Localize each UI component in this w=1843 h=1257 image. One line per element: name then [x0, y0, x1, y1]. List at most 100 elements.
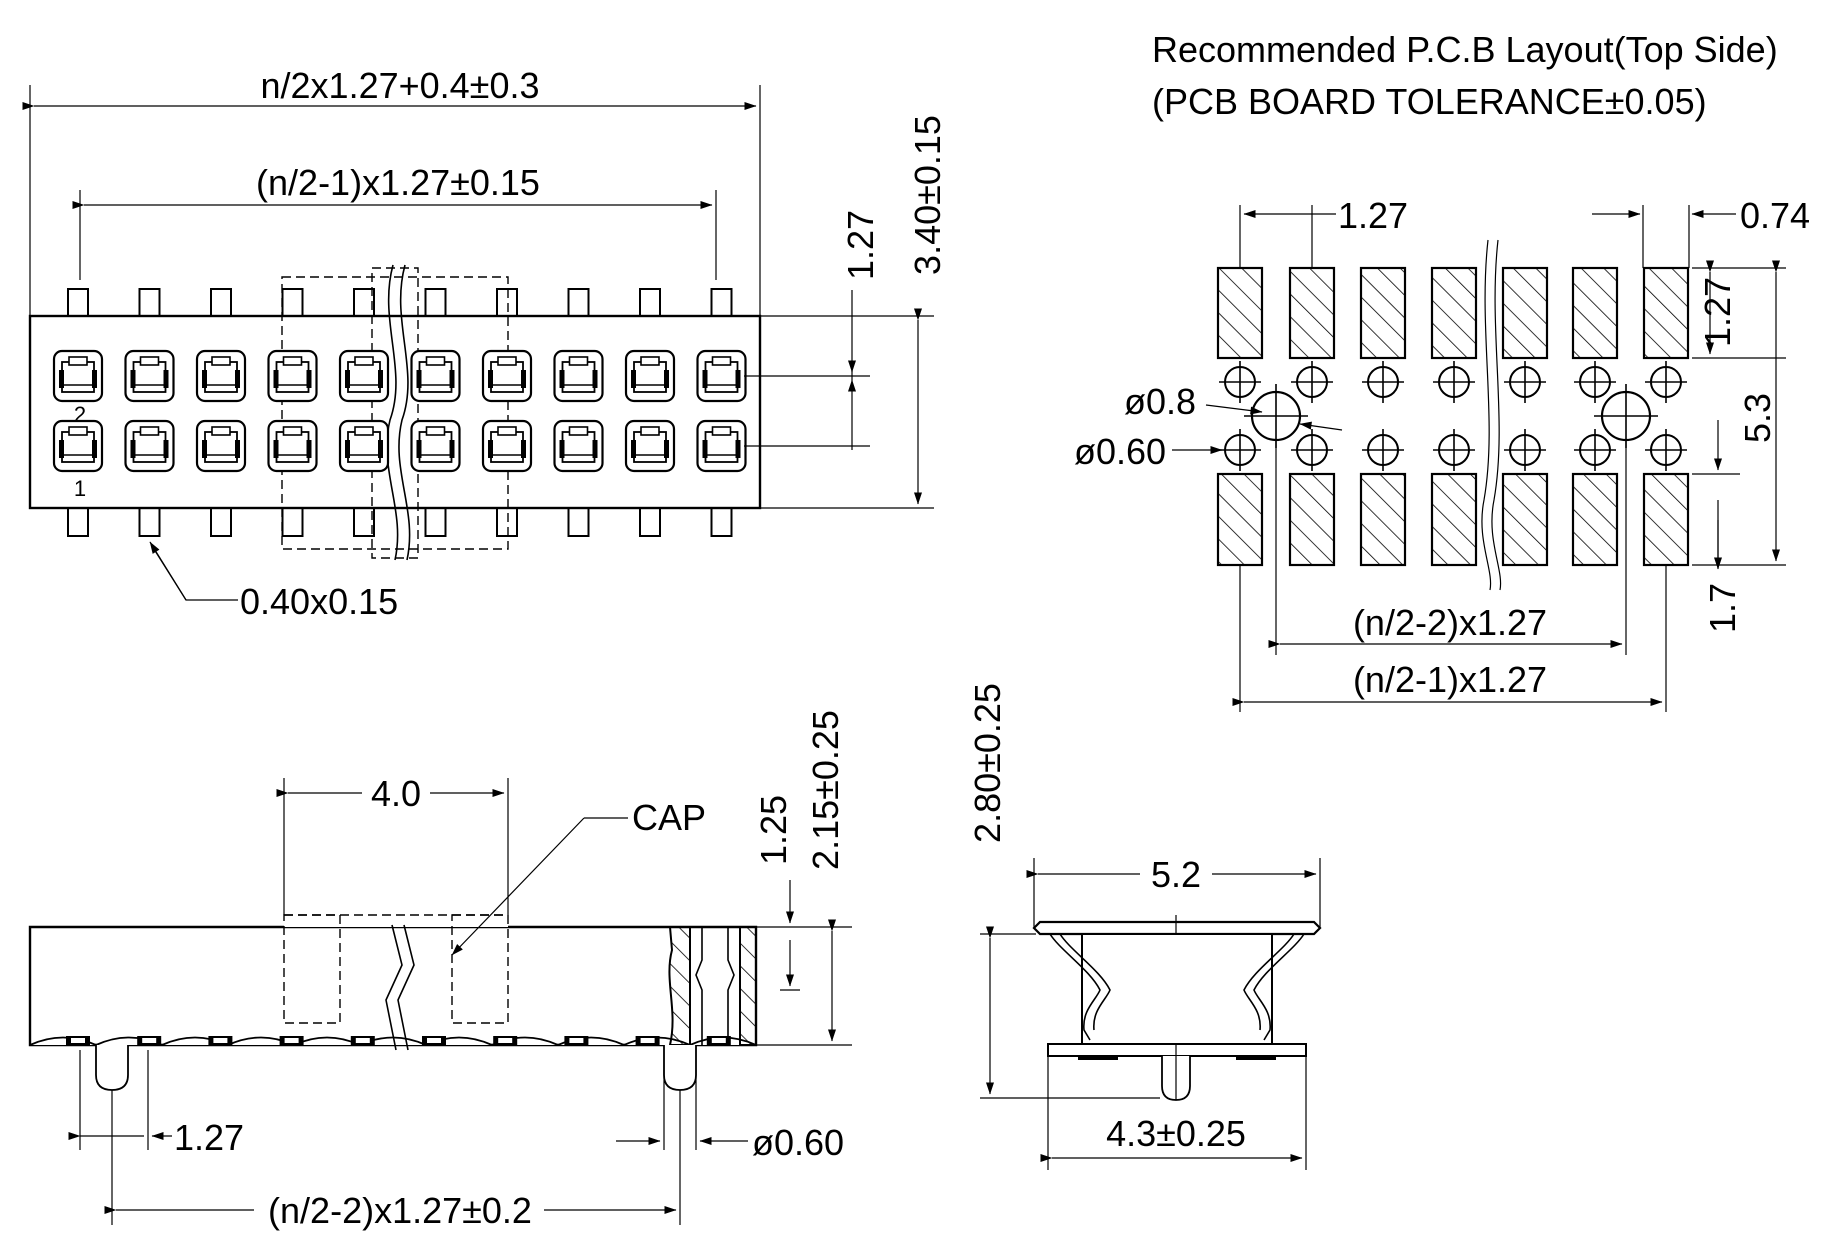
bottom-pin-row [67, 507, 733, 537]
bottom-pin [567, 507, 590, 537]
contact-spring [235, 440, 240, 458]
contact-inner [490, 361, 524, 393]
side-width-bottom-label: 4.3±0.25 [1106, 1113, 1246, 1154]
contact-tab [640, 356, 660, 366]
pcb-pad-bottom [1430, 472, 1478, 567]
overall-length-label: n/2x1.27+0.4±0.3 [261, 65, 540, 106]
contact-inner [418, 431, 453, 463]
pin-size-leader [151, 545, 238, 601]
contact-inner [132, 361, 167, 393]
pin-tip-inner [640, 1038, 655, 1043]
top-pin [210, 288, 232, 317]
contact-tab [425, 426, 446, 436]
pcb-pad-array [1216, 266, 1690, 567]
contact-spring [488, 370, 493, 388]
contact-spring [92, 370, 97, 388]
spring-contact-right [1243, 933, 1295, 1031]
contact-spring [735, 370, 741, 388]
row-pitch-label: 1.27 [840, 210, 881, 280]
pcb-pad-top [1642, 266, 1690, 360]
side-width-top-label: 5.2 [1151, 854, 1201, 895]
pad-gap-label: 1.7 [1702, 583, 1743, 633]
bottom-pin [424, 507, 447, 537]
contact-inner [204, 431, 238, 463]
pin-tip-inner [213, 1038, 228, 1043]
contact-cell [52, 349, 104, 403]
contact-spring [735, 440, 741, 458]
base-foot [1078, 1056, 1118, 1060]
contact-cell [481, 419, 533, 473]
contact-spring [559, 440, 565, 458]
top-pin [639, 288, 661, 317]
pin-tip-inner [284, 1038, 299, 1043]
contact-inner [490, 431, 524, 463]
pcb-hole-array [1219, 361, 1687, 471]
contact-cell [124, 419, 175, 473]
outer-span-label: (n/2-1)x1.27 [1353, 659, 1547, 700]
contact-spring [345, 370, 350, 388]
cap-label: CAP [632, 797, 706, 838]
pin-size-label: 0.40x0.15 [240, 581, 398, 622]
contact-tab [568, 426, 589, 436]
pcb-layout-view: Recommended P.C.B Layout(Top Side) (PCB … [1074, 29, 1810, 712]
pcb-hole [1291, 361, 1333, 403]
bottom-pin [710, 507, 733, 537]
break-line [385, 924, 403, 1051]
cap-leader-arrow [451, 817, 585, 956]
contact-cell [195, 419, 247, 473]
bottom-pin [67, 507, 89, 537]
contact-inner [561, 431, 596, 463]
contact-tab [711, 426, 732, 436]
contact-spring [559, 370, 565, 388]
pin-tip-inner [71, 1038, 85, 1043]
bottom-pin [281, 507, 304, 537]
contact-cell [410, 349, 461, 403]
contact-tab [497, 356, 517, 366]
top-pin [710, 288, 733, 317]
contact-spring [273, 370, 279, 388]
break-line [386, 264, 399, 561]
base-foot [1236, 1056, 1276, 1060]
contact-cell [195, 349, 247, 403]
contact-spring [130, 370, 136, 388]
contact-spring [592, 370, 598, 388]
pcb-hole [1645, 361, 1687, 403]
contact-spring [664, 440, 669, 458]
pad-length-label: 1.27 [1697, 277, 1738, 347]
contact-spring [130, 440, 136, 458]
cap-width-label: 4.0 [371, 773, 421, 814]
break-line [397, 924, 415, 1051]
side-view: 5.2 2.80±0.25 4.3±0.25 [967, 683, 1322, 1170]
contact-tab [497, 426, 517, 436]
contact-spring [521, 440, 526, 458]
contact-inner [633, 361, 667, 393]
large-hole-leader [1205, 404, 1263, 415]
contact-cell [696, 349, 747, 403]
fv-pitch-label: 1.27 [174, 1117, 244, 1158]
pcb-pad-top [1571, 266, 1619, 360]
contact-spring [702, 370, 708, 388]
contact-cell [124, 349, 175, 403]
contact-spring [488, 440, 493, 458]
pcb-locating-hole [1244, 384, 1308, 448]
contact-spring [59, 370, 64, 388]
break-line [1491, 239, 1502, 591]
contact-cell [267, 349, 318, 403]
pcb-hole [1362, 429, 1404, 471]
contact-spring [306, 370, 312, 388]
pcb-hole [1219, 361, 1261, 403]
pcb-pitch-label: 1.27 [1338, 195, 1408, 236]
label-mask [1140, 852, 1212, 894]
contact-tab [139, 426, 160, 436]
pin-tip-inner [711, 1038, 726, 1043]
small-hole-label: ø0.60 [1074, 431, 1166, 472]
pcb-pad-bottom [1571, 472, 1619, 567]
contact-tab [425, 356, 446, 366]
pcb-pad-top [1430, 266, 1478, 360]
contact-spring [59, 440, 64, 458]
contact-tab [211, 426, 231, 436]
pad-width-label: 0.74 [1740, 195, 1810, 236]
contact-inner [704, 361, 739, 393]
contact-spring [664, 370, 669, 388]
